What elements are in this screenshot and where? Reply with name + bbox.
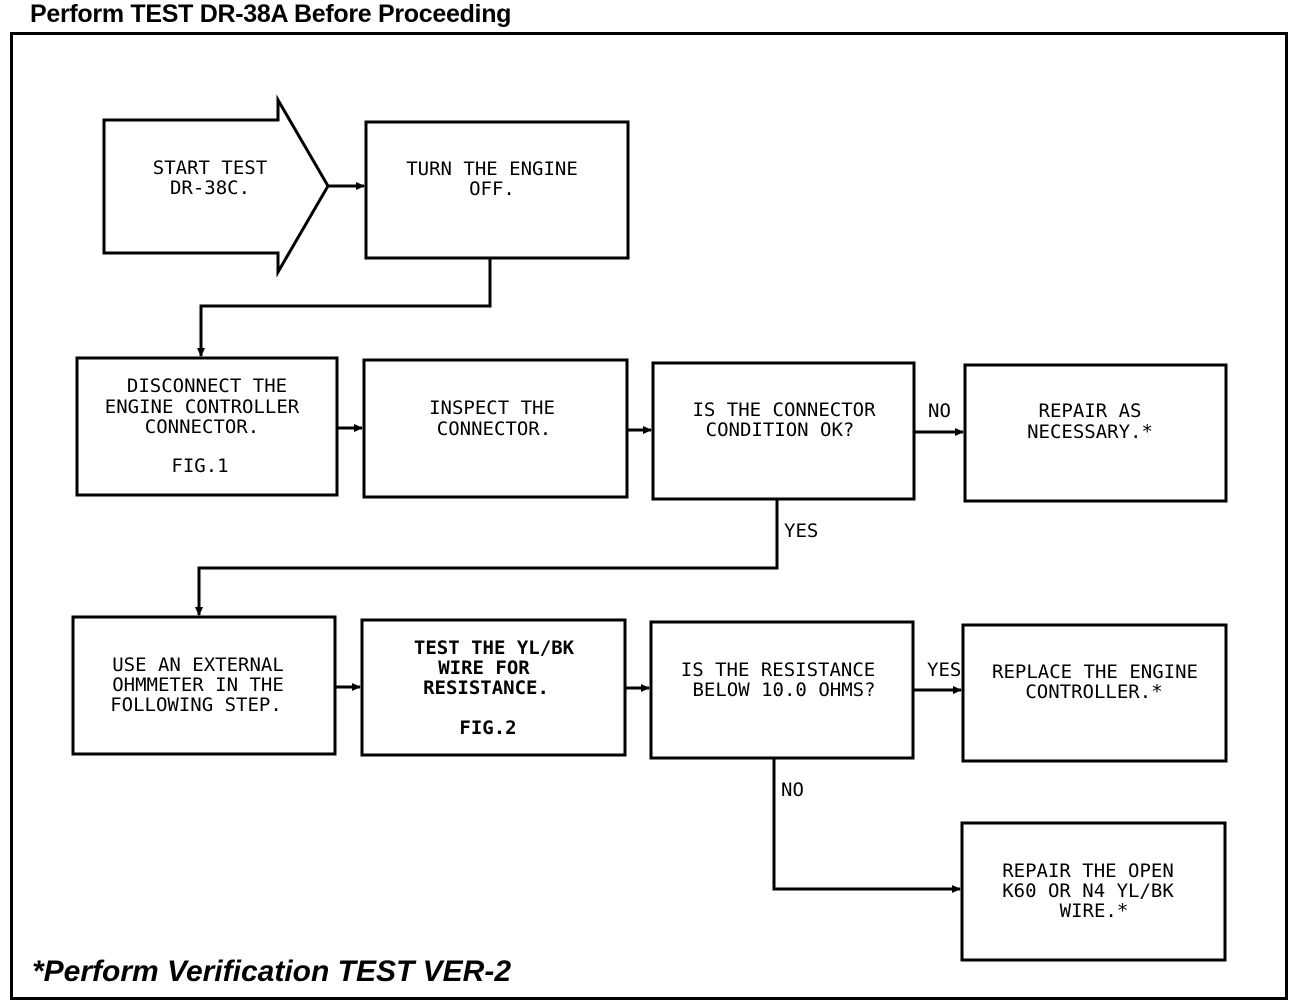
inspect-connector-node: INSPECT THE CONNECTOR.	[362, 358, 629, 499]
test-wire-node: TEST THE YL/BK WIRE FOR RESISTANCE. FIG.…	[360, 618, 627, 757]
branch-label-no-resistance: NO	[781, 779, 804, 801]
repair-necessary-line-2: NECESSARY.*	[1027, 421, 1153, 443]
branch-label-yes-resistance: YES	[927, 659, 961, 681]
use-ohmmeter-line-2: OHMMETER IN THE	[112, 674, 284, 696]
turn-engine-off-line-1: TURN THE ENGINE	[406, 158, 578, 180]
resistance-question-line-2: BELOW 10.0 OHMS?	[692, 679, 875, 701]
connectors	[195, 182, 964, 893]
turn-engine-off-node: TURN THE ENGINE OFF.	[364, 120, 630, 260]
disconnect-line-2: ENGINE CONTROLLER	[105, 396, 300, 418]
test-wire-line-3: RESISTANCE.	[423, 677, 549, 699]
verification-note: *Perform Verification TEST VER-2	[32, 955, 512, 988]
page-title: Perform TEST DR-38A Before Proceeding	[30, 0, 512, 28]
disconnect-fig-label: FIG.1	[171, 455, 228, 477]
diagram-frame	[10, 32, 1288, 1000]
connector-question-yes-to-ohmmeter	[195, 499, 779, 616]
use-ohmmeter-line-1: USE AN EXTERNAL	[112, 654, 284, 676]
resistance-question-line-1: IS THE RESISTANCE	[681, 659, 875, 681]
connector-condition-node: IS THE CONNECTOR CONDITION OK?	[651, 361, 916, 501]
connector-condition-line-1: IS THE CONNECTOR	[692, 399, 876, 421]
turn-engine-off-line-2: OFF.	[469, 178, 515, 200]
test-wire-line-1: TEST THE YL/BK	[414, 637, 575, 659]
connector-resistance-no-to-repair-open	[772, 758, 961, 893]
use-ohmmeter-node: USE AN EXTERNAL OHMMETER IN THE FOLLOWIN…	[71, 615, 337, 756]
inspect-line-2: CONNECTOR.	[437, 418, 551, 440]
resistance-question-node: IS THE RESISTANCE BELOW 10.0 OHMS?	[649, 620, 915, 760]
test-wire-line-2: WIRE FOR	[438, 657, 530, 679]
replace-controller-line-2: CONTROLLER.*	[1025, 681, 1162, 703]
test-wire-fig-label: FIG.2	[459, 717, 516, 739]
start-test-line-1: START TEST	[153, 157, 267, 179]
use-ohmmeter-line-3: FOLLOWING STEP.	[110, 694, 282, 716]
inspect-line-1: INSPECT THE	[429, 397, 555, 419]
start-test-node: START TEST DR-38C.	[102, 94, 330, 278]
connector-turnoff-to-disconnect	[197, 258, 492, 357]
replace-controller-line-1: REPLACE THE ENGINE	[992, 661, 1198, 683]
connector-condition-line-2: CONDITION OK?	[706, 419, 855, 441]
replace-controller-node: REPLACE THE ENGINE CONTROLLER.*	[961, 623, 1228, 763]
disconnect-line-3: CONNECTOR.	[145, 416, 259, 438]
repair-open-line-1: REPAIR THE OPEN	[1002, 860, 1174, 882]
branch-label-no-connector: NO	[928, 400, 951, 422]
disconnect-line-1: DISCONNECT THE	[127, 375, 287, 397]
repair-necessary-line-1: REPAIR AS	[1039, 400, 1142, 422]
repair-open-line-3: WIRE.*	[1060, 900, 1129, 922]
repair-as-necessary-node: REPAIR AS NECESSARY.*	[963, 363, 1228, 503]
branch-label-yes-connector: YES	[784, 520, 818, 542]
start-test-line-2: DR-38C.	[170, 177, 250, 199]
disconnect-connector-node: DISCONNECT THE ENGINE CONTROLLER CONNECT…	[75, 356, 339, 497]
repair-open-wire-node: REPAIR THE OPEN K60 OR N4 YL/BK WIRE.*	[960, 821, 1227, 962]
repair-open-line-2: K60 OR N4 YL/BK	[1002, 880, 1174, 902]
